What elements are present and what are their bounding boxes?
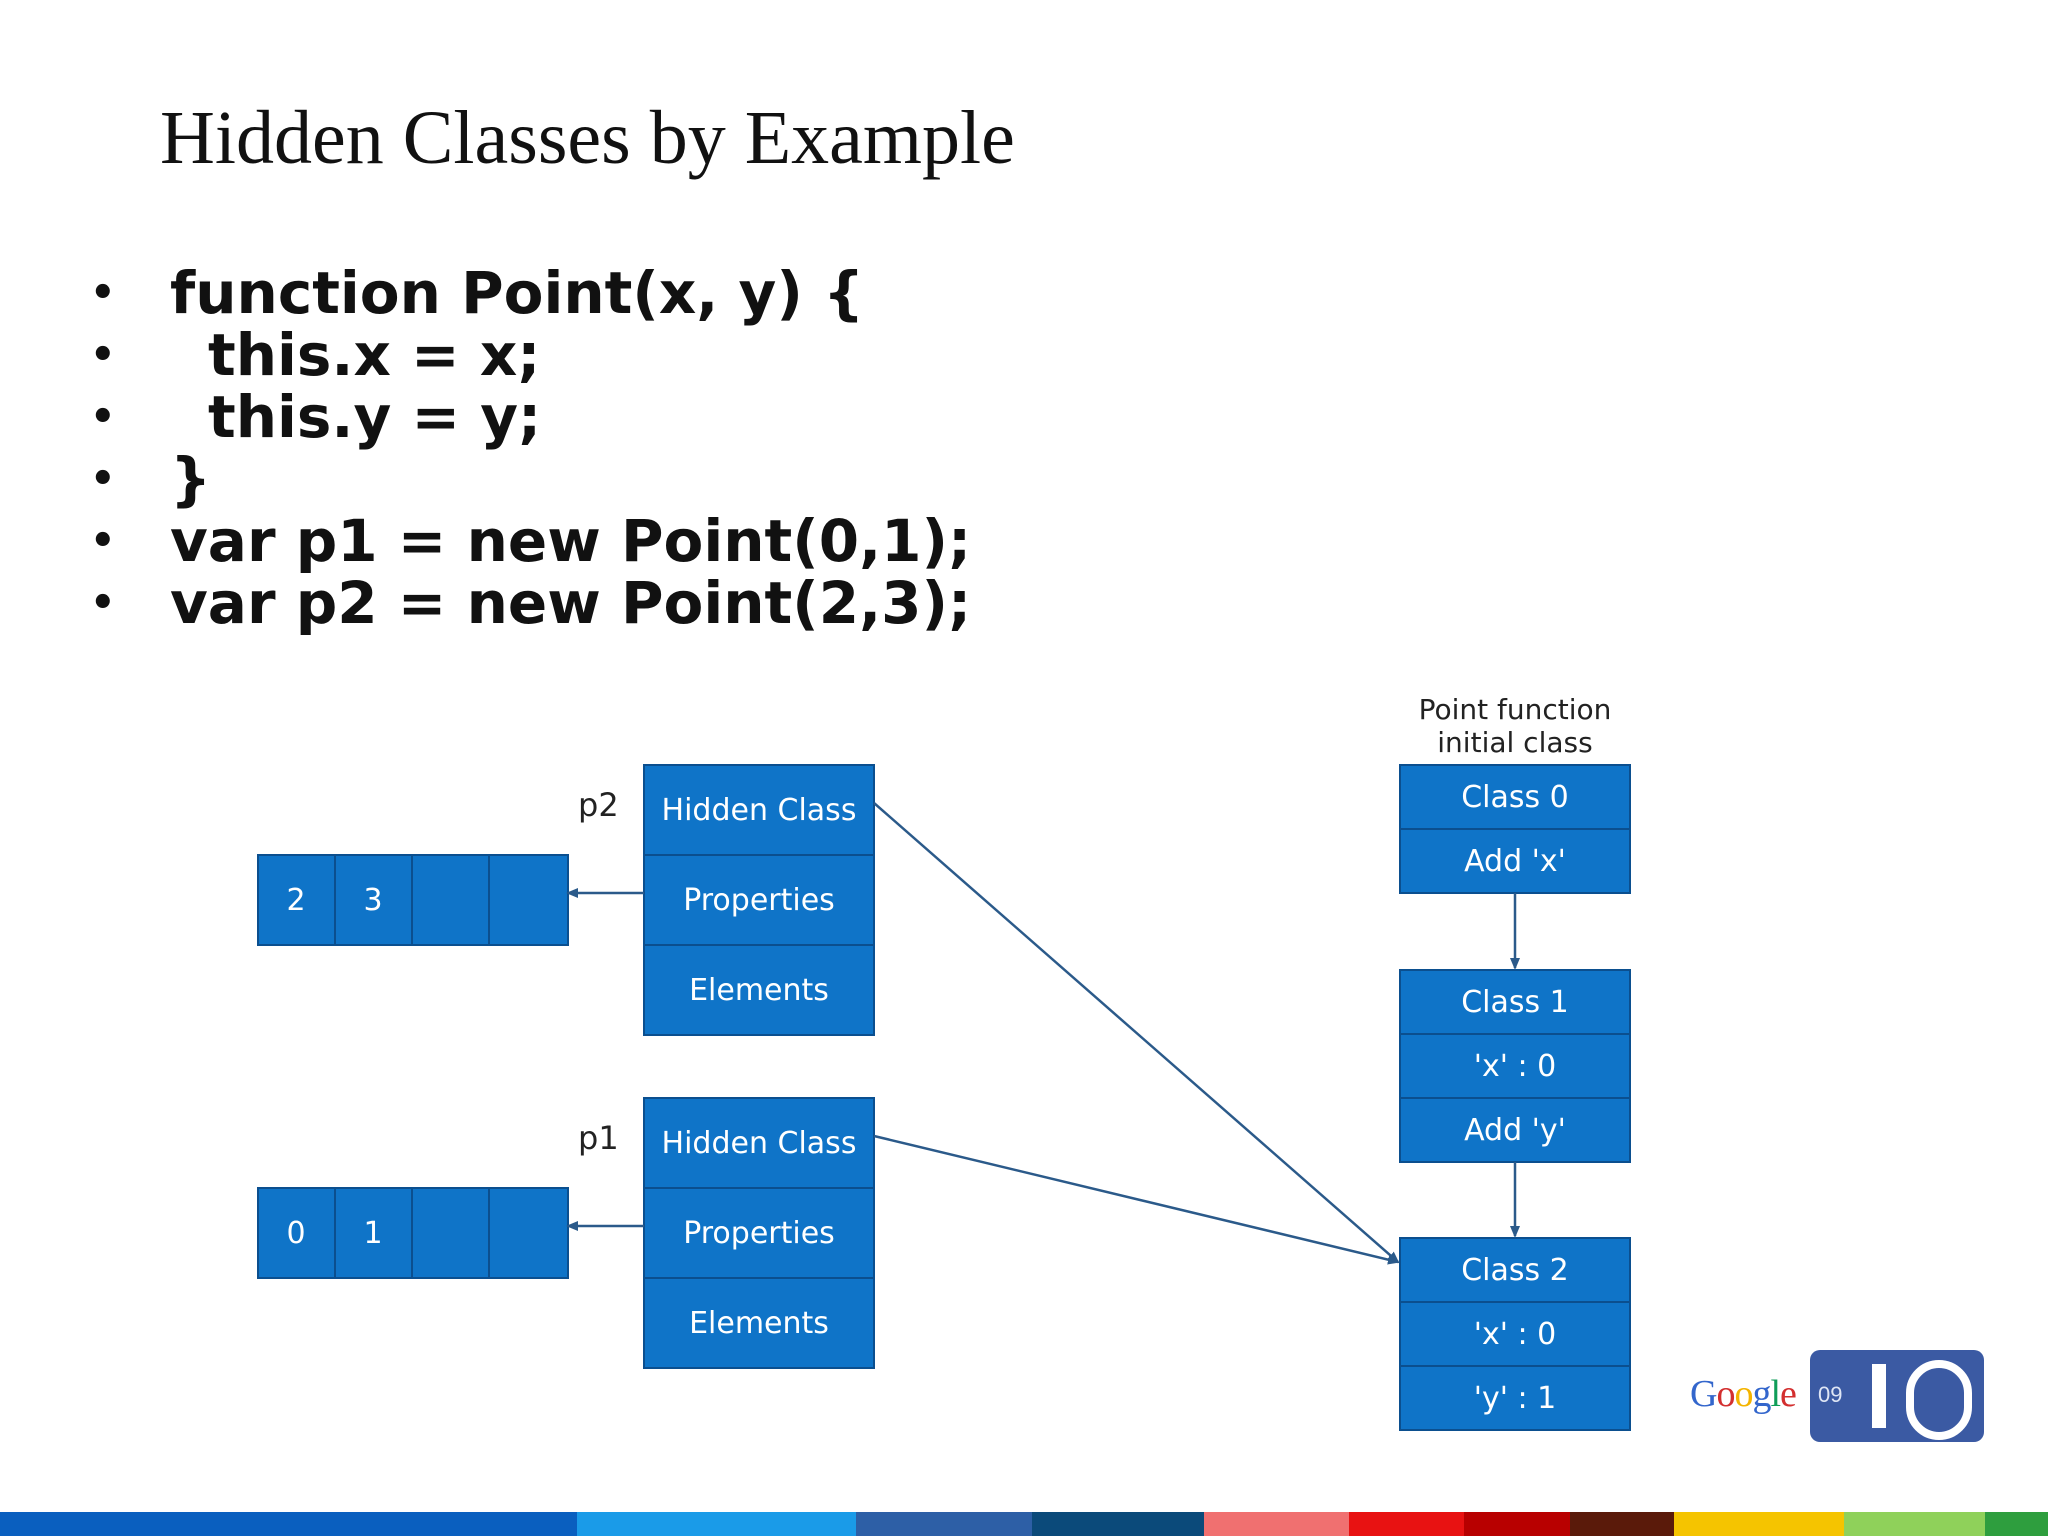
initial-class-caption-line2: initial class [1437,726,1592,759]
p2-property-value: 3 [363,883,382,918]
class-1-title: Class 1 [1461,985,1569,1020]
stripe-segment [1204,1512,1350,1536]
p1-property-value: 0 [286,1216,305,1251]
initial-class-caption-line1: Point function [1419,693,1612,726]
bullet-icon: • [90,456,116,502]
p1-object-box [643,1097,875,1369]
google-letter: g [1752,1373,1771,1415]
p1-property-value: 1 [363,1216,382,1251]
code-text: var p2 = new Point(2,3); [170,569,972,637]
class-0-box [1399,764,1631,894]
code-text: function Point(x, y) { [170,259,865,327]
bullet-icon: • [90,518,116,564]
p2-field-properties: Properties [683,883,835,918]
p2-field-hidden-class: Hidden Class [662,793,857,828]
stripe-segment [1463,1512,1571,1536]
class-1-row: Add 'y' [1464,1113,1566,1148]
google-wordmark: Google [1690,1372,1797,1416]
stripe-segment [1570,1512,1675,1536]
code-text: var p1 = new Point(0,1); [170,507,972,575]
p1-hidden-class-arrow [873,1134,1400,1265]
bullet-icon: • [90,270,116,316]
p2-properties-array [257,854,569,946]
p1-field-elements: Elements [689,1306,829,1341]
google-letter: e [1780,1373,1797,1415]
p1-field-hidden-class: Hidden Class [662,1126,857,1161]
class-2-row: 'y' : 1 [1474,1381,1557,1416]
slide-title: Hidden Classes by Example [160,96,1015,180]
stripe-segment [1843,1512,1986,1536]
google-letter: o [1716,1373,1735,1415]
code-text: } [170,445,212,513]
stripe-segment [1031,1512,1205,1536]
stripe-segment [1349,1512,1464,1536]
p2-object-box [643,764,875,1036]
class-2-title: Class 2 [1461,1253,1569,1288]
class-0-row: Add 'x' [1464,844,1566,879]
google-letter: o [1734,1373,1753,1415]
p2-property-value: 2 [286,883,305,918]
io-year-label: 09 [1818,1382,1843,1407]
stripe-segment [856,1512,1032,1536]
class-1-row: 'x' : 0 [1474,1049,1557,1084]
stripe-segment [576,1512,857,1536]
p2-hidden-class-arrow [873,802,1400,1264]
bullet-icon: • [90,332,116,378]
p2-field-elements: Elements [689,973,829,1008]
bullet-icon: • [90,580,116,626]
class-2-row: 'x' : 0 [1474,1317,1557,1352]
io-badge: 09 [1810,1350,1984,1442]
object-label-p1: p1 [578,1119,619,1157]
bullet-icon: • [90,394,116,440]
footer-color-stripe [0,1512,2048,1536]
io-letter-i-icon [1872,1364,1886,1428]
p1-field-properties: Properties [683,1216,835,1251]
google-letter: G [1690,1373,1717,1415]
class-0-title: Class 0 [1461,780,1569,815]
io-letter-o-icon [1906,1360,1972,1440]
p1-properties-array [257,1187,569,1279]
diagram-arrows [566,802,1520,1265]
code-text: this.x = x; [208,321,541,389]
class-1-box [1399,969,1631,1163]
google-letter: l [1770,1373,1781,1415]
class-2-box [1399,1237,1631,1431]
stripe-segment [1985,1512,2048,1536]
object-label-p2: p2 [578,786,619,824]
stripe-segment [1674,1512,1844,1536]
stripe-segment [0,1512,577,1536]
code-text: this.y = y; [208,383,542,451]
